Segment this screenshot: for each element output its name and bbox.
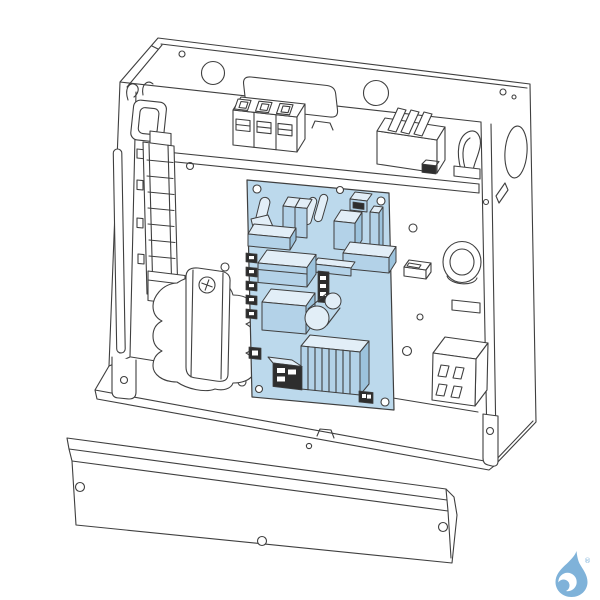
pcb-module [369, 205, 384, 252]
left-wall [111, 148, 137, 400]
pcb-module [342, 241, 397, 274]
bottom-flange [305, 428, 335, 450]
right-wall-slot [495, 182, 509, 204]
right-wall-oval-hole [504, 125, 528, 179]
pcb-connector [358, 390, 374, 404]
registered-mark: ® [584, 557, 591, 565]
power-connector [267, 356, 303, 391]
breaker-bank [376, 107, 446, 175]
pcb-module [261, 288, 342, 335]
grommet-ring [442, 240, 482, 285]
water-drop-logo-icon: ® [555, 551, 591, 597]
pcb-module [247, 223, 297, 251]
cable-clamp [453, 130, 481, 180]
knockout-hole-left [200, 60, 226, 86]
pin-connector [317, 270, 330, 304]
connector-box [431, 336, 489, 407]
right-bottom-tab [482, 413, 499, 467]
retainer-clip [403, 259, 432, 280]
back-wall-slot [451, 299, 481, 314]
transformer [152, 267, 256, 392]
relay [257, 249, 317, 288]
knockout-hole-right [362, 79, 390, 107]
left-wall-slot [112, 148, 126, 354]
mounting-shelf [136, 148, 480, 194]
right-wall [482, 125, 528, 467]
pcb-connector [248, 346, 262, 360]
control-board-highlight [245, 179, 397, 411]
terminal-block [232, 96, 306, 153]
fold-tab [311, 120, 334, 131]
breaker-foot [421, 163, 437, 175]
relay [282, 196, 313, 239]
pcb-connector [349, 191, 373, 213]
pin-header [245, 252, 258, 320]
front-cover-panel [66, 437, 458, 564]
heatsink [300, 334, 370, 396]
breaker-levers [387, 107, 433, 137]
